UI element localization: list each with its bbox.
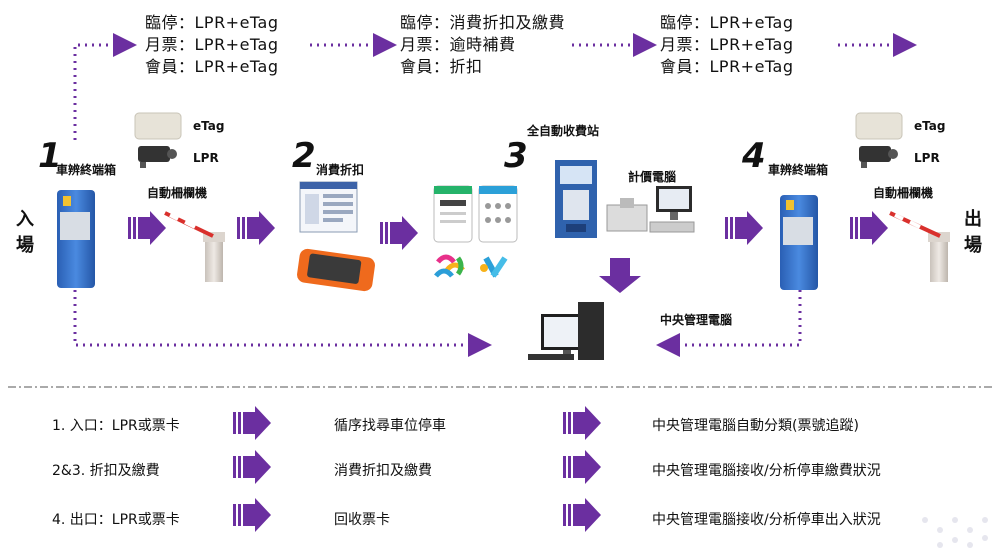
flow-line: 月票：LPR+eTag (145, 35, 279, 54)
station-label: 車辨終端箱 (56, 163, 117, 177)
discount-software-icon (299, 181, 358, 233)
legend-arrow-icon (233, 406, 271, 440)
terminal-box-4-icon (780, 195, 818, 290)
auto-pay-kiosk-icon (555, 160, 597, 238)
flow-line: 會員：折扣 (400, 57, 483, 76)
flow-box-entry: 臨停：LPR+eTag 月票：LPR+eTag 會員：LPR+eTag (145, 12, 279, 78)
station-label: 全自動收費站 (527, 124, 600, 138)
flow-arrow-icon (850, 211, 888, 245)
mobile-app-icon (433, 185, 518, 243)
barrier-gate-icon (164, 211, 225, 282)
legend-arrow-icon (563, 406, 601, 440)
lpr-label: LPR (193, 151, 219, 165)
flow-arrow-icon (380, 216, 418, 250)
etag-label: eTag (193, 119, 225, 133)
lpr-camera-icon (859, 146, 898, 168)
legend-step: 4. 出口：LPR或票卡 (52, 512, 180, 528)
down-arrow-icon (599, 258, 641, 293)
legend-arrow-icon (233, 450, 271, 484)
legend-arrow-icon (563, 450, 601, 484)
flow-box-exit: 臨停：LPR+eTag 月票：LPR+eTag 會員：LPR+eTag (660, 12, 794, 78)
flow-line: 月票：逾時補費 (400, 35, 516, 54)
top-flow-connector (73, 33, 917, 357)
flow-box-payment: 臨停：消費折扣及繳費 月票：逾時補費 會員：折扣 (400, 12, 565, 78)
legend-action: 循序找尋車位停車 (334, 418, 446, 434)
legend-step: 2&3. 折扣及繳費 (52, 463, 160, 479)
legend-arrow-icon (563, 498, 601, 532)
legend-step: 1. 入口：LPR或票卡 (52, 418, 180, 434)
legend-arrows (233, 406, 601, 532)
flow-line: 會員：LPR+eTag (660, 57, 794, 76)
legend-result: 中央管理電腦自動分類(票號追蹤) (652, 418, 859, 434)
central-computer-icon (528, 302, 604, 360)
legend-action: 消費折扣及繳費 (334, 463, 432, 479)
station-label: 車辨終端箱 (768, 163, 829, 177)
legend-result: 中央管理電腦接收/分析停車出入狀況 (652, 512, 881, 528)
lpr-camera-icon (138, 146, 177, 168)
gate-label: 自動柵欄機 (147, 186, 208, 200)
station-number: 3 (504, 136, 528, 176)
legend-arrow-icon (233, 498, 271, 532)
payment-logo-icon (434, 254, 508, 278)
etag-label: eTag (914, 119, 946, 133)
flow-line: 會員：LPR+eTag (145, 57, 279, 76)
barrier-gate-icon (889, 211, 950, 282)
lpr-label: LPR (914, 151, 940, 165)
flow-line: 臨停：LPR+eTag (145, 13, 279, 32)
flow-arrows (128, 211, 888, 250)
flow-arrow-icon (128, 211, 166, 245)
station-number: 1 (38, 136, 62, 176)
flow-arrow-icon (237, 211, 275, 245)
flow-line: 臨停：消費折扣及繳費 (400, 13, 566, 32)
flow-arrow-icon (725, 211, 763, 245)
gate-label: 自動柵欄機 (873, 186, 934, 200)
central-computer-label: 中央管理電腦 (660, 313, 733, 327)
legend-action: 回收票卡 (334, 512, 390, 528)
entry-label: 入場 (16, 209, 34, 256)
exit-label: 出場 (964, 209, 982, 256)
station-label: 消費折扣 (316, 163, 365, 177)
flow-line: 臨停：LPR+eTag (660, 13, 794, 32)
etag-reader-icon (855, 112, 903, 140)
pricing-computer-label: 計價電腦 (628, 170, 677, 184)
legend-result: 中央管理電腦接收/分析停車繳費狀況 (652, 463, 881, 479)
flow-line: 月票：LPR+eTag (660, 35, 794, 54)
terminal-box-1-icon (57, 190, 95, 288)
station-number: 4 (742, 136, 766, 176)
pricing-computer-icon (606, 186, 695, 233)
etag-reader-icon (134, 112, 182, 140)
decorative-dots (922, 517, 988, 548)
station-number: 2 (292, 136, 316, 176)
pos-terminal-icon (297, 248, 375, 292)
